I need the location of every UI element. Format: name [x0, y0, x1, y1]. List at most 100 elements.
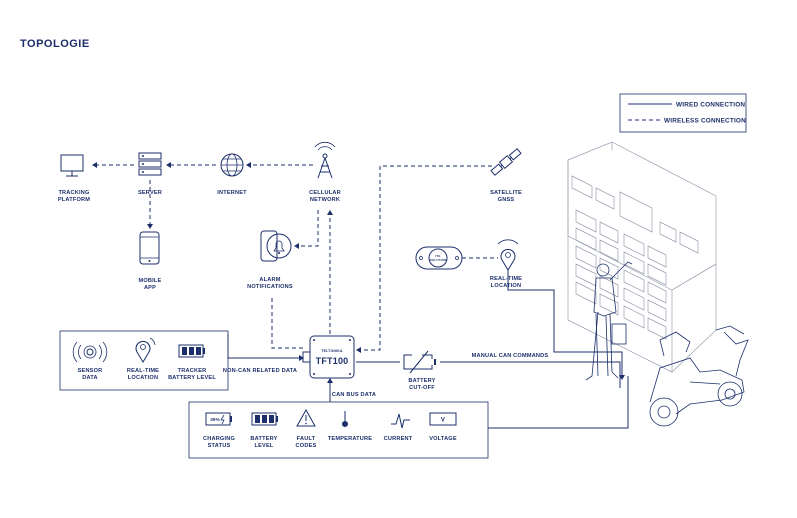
tracking-platform-node: TRACKING PLATFORM	[58, 154, 90, 203]
mobile-app-label-2: APP	[144, 285, 156, 291]
arrow-head	[246, 162, 251, 168]
device-brand: TELTONIKA	[321, 349, 343, 353]
tft100-device: TELTONIKA TFT100	[302, 335, 355, 379]
realtime-left-label-2: LOCATION	[128, 375, 158, 381]
alarm-label-1: ALARM	[259, 277, 280, 283]
satellite-label-1: SATELLITE	[490, 190, 522, 196]
legend-box	[619, 93, 747, 133]
arrow-head	[294, 243, 299, 249]
legend: WIRED CONNECTION WIRELESS CONNECTION	[619, 93, 747, 133]
charging-percent: 39%	[210, 417, 220, 422]
alarm-tft-link	[271, 298, 303, 349]
satellite-label-2: GNSS	[498, 197, 515, 203]
cellular-node: CELLULAR NETWORK	[309, 141, 341, 203]
internet-label: INTERNET	[217, 190, 247, 196]
battery-cutoff-label-1: BATTERY	[408, 378, 435, 384]
location-vehicle-link	[507, 270, 623, 376]
server-node: SERVER	[138, 152, 162, 196]
tracker-battery-label-1: TRACKER	[178, 368, 207, 374]
current-label: CURRENT	[384, 436, 413, 442]
thermometer-icon	[342, 411, 348, 427]
cellular-label-2: NETWORK	[310, 197, 340, 203]
tower-icon	[314, 141, 336, 179]
cellular-alarm-link	[296, 210, 319, 247]
charging-label-2: STATUS	[208, 443, 231, 449]
fault-codes-label-2: CODES	[296, 443, 317, 449]
tag-text-1: ITE	[435, 254, 440, 258]
tag-icon	[415, 246, 463, 270]
tracking-platform-label-1: TRACKING	[58, 190, 89, 196]
voltage-symbol: V	[441, 418, 445, 424]
tracker-data-box: SENSOR DATA REAL-TIME LOCATION TRACKER B…	[59, 330, 229, 391]
tracking-platform-label-2: PLATFORM	[58, 197, 90, 203]
satellite-node: SATELLITE GNSS	[490, 148, 522, 203]
can-bus-label: CAN BUS DATA	[332, 392, 376, 398]
charging-label-1: CHARGING	[203, 436, 235, 442]
battery-full-icon	[178, 344, 205, 358]
device-connector	[302, 351, 311, 363]
manual-can-label: MANUAL CAN COMMANDS	[472, 353, 549, 359]
arrow-head	[619, 375, 625, 380]
tag-text-2: SOLUTION	[429, 258, 446, 262]
connections	[92, 162, 629, 429]
phone-alarm-icon	[260, 230, 292, 262]
battery-level-label-2: LEVEL	[254, 443, 273, 449]
battery-cutoff-node: BATTERY CUT-OFF	[403, 350, 436, 391]
current-node: CURRENT	[384, 413, 413, 442]
fault-codes-label-1: FAULT	[297, 436, 316, 442]
arrow-head	[166, 162, 171, 168]
sensor-label-2: DATA	[82, 375, 98, 381]
can-data-box: 39% CHARGING STATUS BATTERY LEVEL FAULT …	[188, 401, 489, 459]
non-can-label: NON-CAN RELATED DATA	[223, 368, 297, 374]
locker-grid	[571, 175, 699, 340]
temperature-node: TEMPERATURE	[328, 411, 372, 442]
location-pin-icon	[135, 337, 156, 363]
manual-can-link	[440, 361, 621, 388]
realtime-left-node: REAL-TIME LOCATION	[127, 337, 159, 381]
arrow-head	[327, 210, 333, 215]
charging-station-illustration	[567, 141, 749, 427]
arrow-head	[299, 355, 304, 361]
sensor-node: SENSOR DATA	[72, 341, 108, 381]
charging-node: 39% CHARGING STATUS	[203, 412, 235, 449]
alarm-node: ALARM NOTIFICATIONS	[247, 230, 293, 290]
page-title: TOPOLOGIE	[20, 38, 90, 50]
non-can-link	[227, 334, 300, 359]
arrow-head	[92, 162, 97, 168]
mobile-app-label-1: MOBILE	[139, 278, 162, 284]
temperature-label: TEMPERATURE	[328, 436, 372, 442]
person-figure	[585, 261, 633, 381]
device-name: TFT100	[316, 356, 349, 366]
tracker-box-frame	[59, 330, 229, 391]
server-label: SERVER	[138, 190, 162, 196]
location-pin-icon	[497, 239, 519, 271]
satellite-tft-link	[360, 165, 492, 351]
cellular-label-1: CELLULAR	[309, 190, 341, 196]
vehicle-data-link	[488, 376, 629, 429]
realtime-left-label-1: REAL-TIME	[127, 368, 159, 374]
tracker-battery-label-2: BATTERY LEVEL	[168, 375, 216, 381]
phone-icon	[139, 231, 160, 265]
mobile-app-node: MOBILE APP	[139, 231, 162, 291]
monitor-icon	[60, 154, 84, 177]
internet-node: INTERNET	[217, 153, 247, 196]
current-wave-icon	[391, 413, 410, 429]
can-box-frame	[188, 401, 489, 459]
legend-wireless-label: WIRELESS CONNECTION	[664, 118, 746, 125]
voltage-node: V VOLTAGE	[429, 412, 457, 442]
realtime-top-node: REAL-TIME LOCATION	[490, 239, 522, 289]
scooter-figure	[649, 325, 749, 427]
realtime-top-label-2: LOCATION	[491, 283, 521, 289]
globe-icon	[220, 153, 244, 177]
server-icon	[138, 152, 162, 176]
tracker-battery-node: TRACKER BATTERY LEVEL	[168, 344, 216, 381]
legend-wired-label: WIRED CONNECTION	[676, 102, 745, 109]
arrow-head	[356, 347, 361, 353]
sensor-icon	[72, 341, 108, 363]
voltage-label: VOLTAGE	[429, 436, 457, 442]
battery-cutoff-icon	[403, 350, 436, 374]
sensor-label-1: SENSOR	[78, 368, 103, 374]
arrow-head	[327, 378, 333, 383]
battery-level-node: BATTERY LEVEL	[250, 412, 278, 449]
